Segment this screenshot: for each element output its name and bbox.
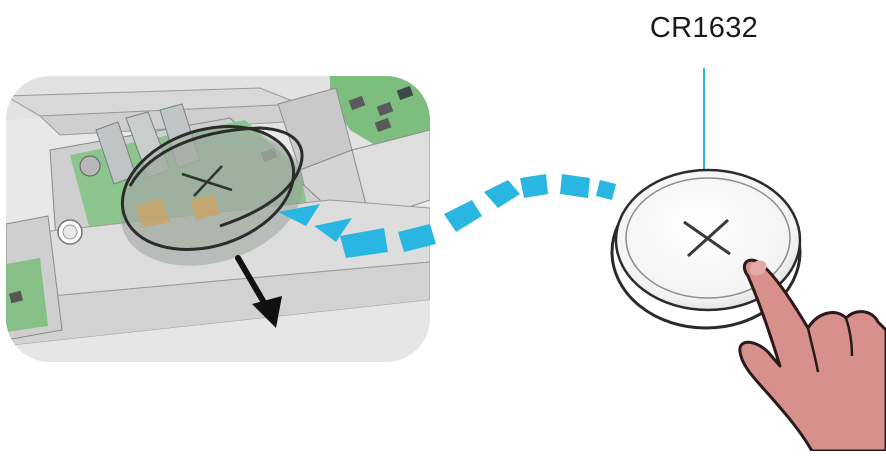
device-closeup-panel	[6, 76, 430, 362]
pointing-hand-icon	[738, 258, 886, 453]
battery-model-label: CR1632	[649, 12, 759, 44]
battery-x-mark	[683, 218, 731, 258]
installed-coin-cell	[120, 124, 304, 266]
black-down-arrow-icon	[235, 255, 282, 328]
cyan-dashed-arc-arrow-icon	[278, 174, 616, 258]
